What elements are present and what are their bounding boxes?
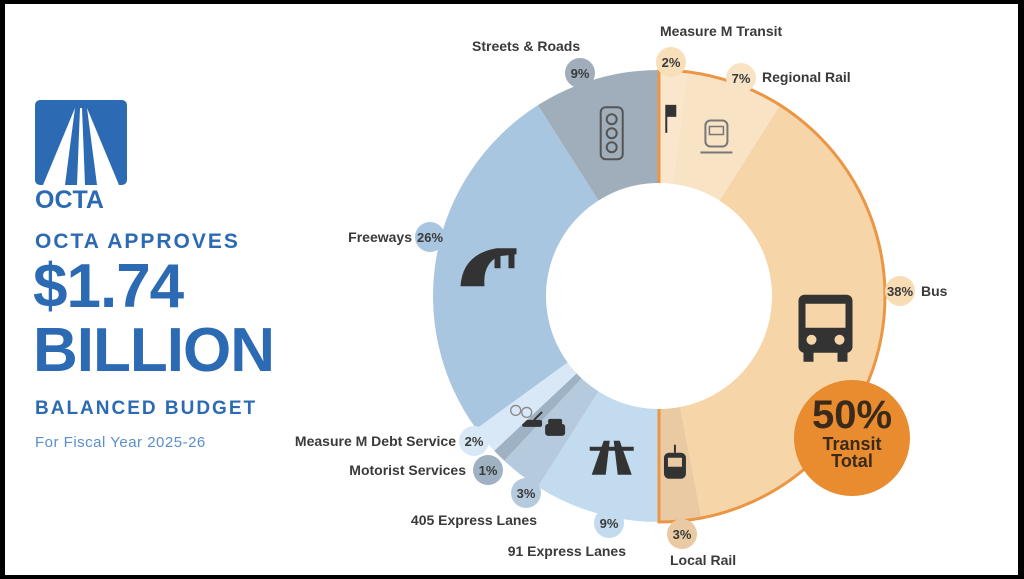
budget-unit: BILLION	[33, 316, 275, 385]
label-measure-m-transit: Measure M Transit	[660, 23, 783, 39]
budget-amount: $1.74	[33, 252, 184, 321]
pct-bus: 38%	[885, 276, 915, 306]
transit-total-pct: 50%	[811, 393, 893, 437]
label-freeways: Freeways	[348, 229, 412, 245]
label-streets-roads: Streets & Roads	[472, 38, 581, 54]
train-icon	[700, 119, 733, 154]
segment-streets-roads	[537, 70, 659, 201]
pct-motorist-services: 1%	[473, 455, 503, 485]
bus-icon	[798, 294, 853, 362]
label-regional-rail: Regional Rail	[762, 69, 851, 85]
label-405-express-lanes: 405 Express Lanes	[410, 512, 537, 528]
pct-local-rail: 3%	[667, 519, 697, 549]
transit-total-label: Transit Total	[822, 434, 882, 471]
pct-91-express-lanes: 9%	[594, 508, 624, 538]
transit-total-badge: 50% Transit Total	[794, 380, 910, 496]
pct-regional-rail: 7%	[726, 63, 756, 93]
highway-icon	[589, 440, 634, 475]
transit-outline	[657, 68, 887, 524]
fiscal-year: For Fiscal Year 2025-26	[35, 434, 206, 451]
pct-freeways: 26%	[415, 222, 445, 252]
segment-measure-m-transit	[659, 70, 688, 184]
streetcar-icon	[663, 444, 686, 479]
label-91-express-lanes: 91 Express Lanes	[507, 543, 626, 559]
bus-stop-icon	[665, 104, 677, 133]
logo-text: OCTA	[35, 186, 104, 214]
label-bus: Bus	[921, 283, 948, 299]
pct-measure-m-debt-service: 2%	[459, 426, 489, 456]
headline-subtitle: BALANCED BUDGET	[35, 398, 258, 419]
pct-measure-m-transit: 2%	[656, 47, 686, 77]
label-motorist-services: Motorist Services	[349, 462, 466, 478]
pct-405-express-lanes: 3%	[511, 478, 541, 508]
headline-approves: OCTA APPROVES	[35, 230, 240, 253]
segment-measure-m-debt-service	[476, 362, 577, 451]
label-local-rail: Local Rail	[670, 552, 737, 568]
pct-streets-roads: 9%	[565, 58, 595, 88]
octa-logo	[35, 100, 127, 185]
segment-freeways	[433, 105, 599, 429]
freeway-icon	[460, 248, 517, 287]
traffic-light-icon	[599, 106, 624, 161]
label-measure-m-debt-service: Measure M Debt Service	[294, 433, 456, 449]
car-icon	[545, 418, 566, 436]
tow-truck-icon	[522, 411, 543, 427]
money-bags-icon	[510, 404, 533, 419]
